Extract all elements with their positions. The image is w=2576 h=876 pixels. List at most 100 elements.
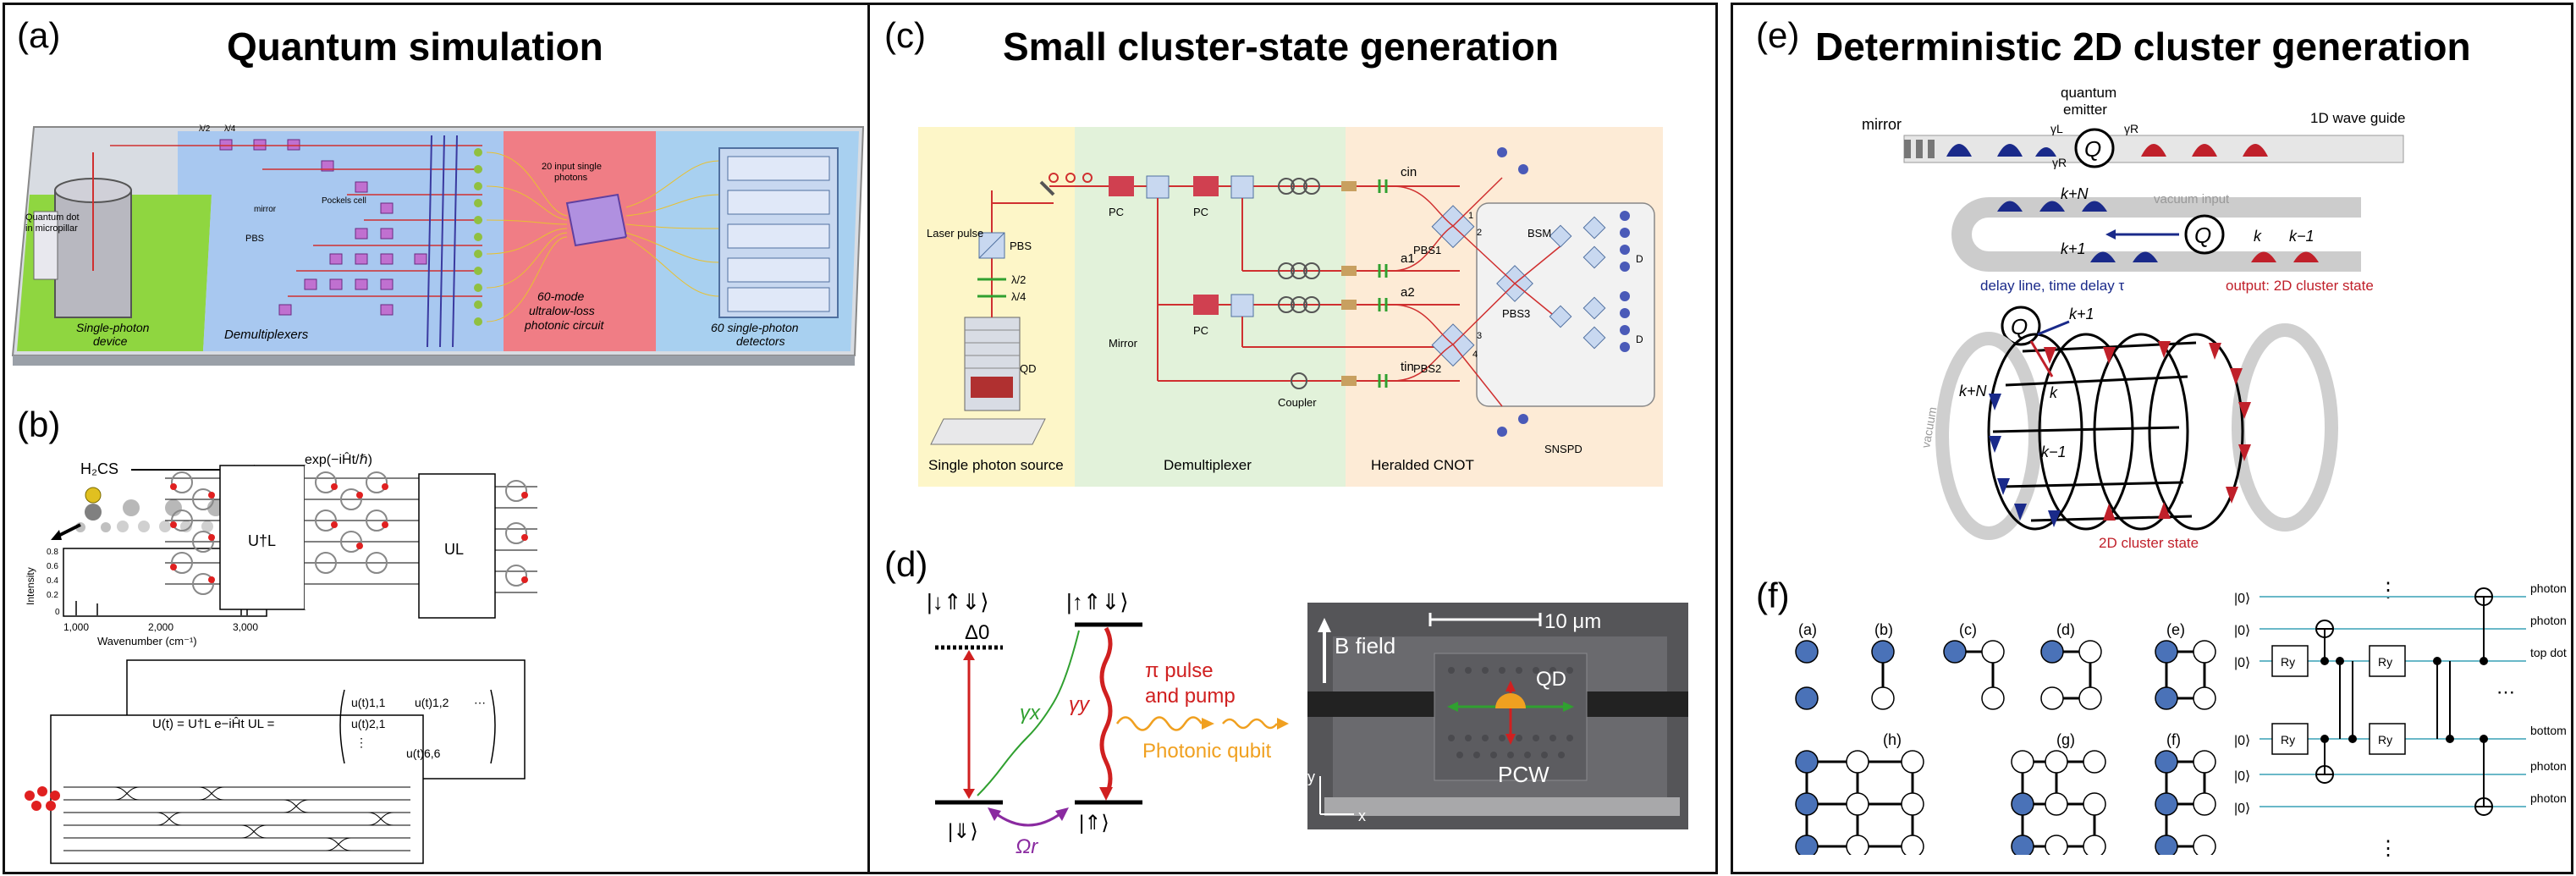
pcw-micrograph: 10 μm B field QD PCW y x xyxy=(1307,603,1688,829)
input-label: 20 input single xyxy=(542,162,602,172)
panel-c-title: Small cluster-state generation xyxy=(1003,25,1559,69)
emitter-q-1: Q xyxy=(2084,136,2101,162)
gamma-l-label: γL xyxy=(2050,122,2063,135)
matrix-vdots: ⋮ xyxy=(355,736,367,749)
ry-gate-3: Ry xyxy=(2281,733,2295,747)
graph-label-h: (h) xyxy=(1883,731,1902,748)
state-top-left: |↓⇑⇓⟩ xyxy=(927,589,988,614)
photonic-qubit-label: Photonic qubit xyxy=(1142,740,1271,763)
pc3-label: PC xyxy=(1193,324,1208,337)
bottom-dot-label: bottom dot xyxy=(2530,724,2568,737)
pbs2-label: PBS2 xyxy=(1413,362,1441,375)
graph-label-a: (a) xyxy=(1798,621,1817,638)
and-pump-label: and pump xyxy=(1145,685,1236,708)
detector-label-1: 60 single-photon xyxy=(711,321,799,334)
gamma-x-label: γx xyxy=(1020,702,1041,724)
emitter-q-3: Q xyxy=(2011,314,2028,339)
ket0-3: |0⟩ xyxy=(2234,656,2250,670)
wavenumber-axis-label: Wavenumber (cm⁻¹) xyxy=(97,635,197,647)
cluster-state-label: 2D cluster state xyxy=(2099,535,2199,550)
intensity-axis-label: Intensity xyxy=(25,567,36,605)
bsm-label: BSM xyxy=(1527,227,1551,240)
panel-e-label: (e) xyxy=(1756,15,1800,55)
transformation-stack xyxy=(50,465,526,864)
port-4: 4 xyxy=(1472,350,1478,360)
equation-lhs: U(t) = U†L e−iĤt UL = xyxy=(152,717,275,731)
panel-a-label: (a) xyxy=(17,15,61,55)
y-axis-label: y xyxy=(1307,769,1315,785)
ket0-4: |0⟩ xyxy=(2234,734,2250,748)
emitter-label-1: quantum xyxy=(2061,85,2116,101)
cluster-state-setup: Single photon source Demultiplexer Heral… xyxy=(918,127,1663,487)
panel-d-label: (d) xyxy=(884,544,928,584)
single-photon-label: Single-photon xyxy=(76,321,150,334)
cnot-label: Heralded CNOT xyxy=(1371,457,1474,473)
omega-label: Ωr xyxy=(1016,835,1038,855)
top-dot-label: top dot xyxy=(2530,646,2567,659)
panel-e-title: Deterministic 2D cluster generation xyxy=(1815,25,2471,69)
k-plus-1-label-2: k+1 xyxy=(2069,306,2094,322)
ul-dagger-label: U†L xyxy=(248,532,276,549)
state-top-right: |↑⇑⇓⟩ xyxy=(1066,589,1128,614)
port-2: 2 xyxy=(1477,228,1482,238)
xtick-3000: 3,000 xyxy=(233,621,258,633)
ket0-1: |0⟩ xyxy=(2234,592,2250,606)
panel-c-label: (c) xyxy=(884,15,926,55)
circuit-vdots-top: ⋮ xyxy=(2378,579,2398,602)
graph-states: (a) (b) (c) (d) (e) (h) (g) (f) xyxy=(1795,621,2216,855)
xtick-1000: 1,000 xyxy=(63,621,89,633)
vacuum-input-label: vacuum input xyxy=(2154,192,2230,207)
matrix-21: u(t)2,1 xyxy=(351,717,386,730)
graph-label-b: (b) xyxy=(1874,621,1893,638)
circuit-dots-right: ⋯ xyxy=(2496,681,2515,702)
quarter-wave-label: λ/4 xyxy=(224,124,236,134)
ket0-2: |0⟩ xyxy=(2234,624,2250,638)
mirror-label: mirror xyxy=(254,205,277,214)
state-bottom-left: |⇓⟩ xyxy=(948,820,978,843)
photon-label-2: photon xyxy=(2530,614,2567,627)
device-label: device xyxy=(93,334,128,348)
pc2-label: PC xyxy=(1193,206,1208,218)
2d-cluster-generation: mirror quantum emitter 1D wave guide Q γ… xyxy=(1862,85,2405,550)
coupler-label: Coupler xyxy=(1278,396,1317,409)
graph-label-e: (e) xyxy=(2166,621,2185,638)
k-label-2: k xyxy=(2050,384,2058,401)
pc1-label: PC xyxy=(1109,206,1124,218)
port-1: 1 xyxy=(1468,211,1473,221)
quarter-label-c: λ/4 xyxy=(1011,290,1026,303)
graph-label-g: (g) xyxy=(2056,731,2075,748)
mirror-label-e: mirror xyxy=(1862,116,1902,133)
demux-label: Demultiplexers xyxy=(224,328,309,342)
quantum-simulation-illustration: Quantum dot in micropillar Single-photon… xyxy=(11,124,865,366)
tin-label: tin xyxy=(1401,360,1414,374)
graph-label-d: (d) xyxy=(2056,621,2075,638)
gamma-r-label-2: γR xyxy=(2124,122,2138,135)
ket0-5: |0⟩ xyxy=(2234,769,2250,784)
circuit-label-2: ultralow-loss xyxy=(529,304,595,317)
ytick-0: 0 xyxy=(55,608,60,617)
qd-label-c: QD xyxy=(1020,362,1037,375)
delta-label: Δ0 xyxy=(965,621,989,644)
pcw-label: PCW xyxy=(1498,762,1549,787)
gamma-y-label: γy xyxy=(1069,693,1091,716)
a1-label: a1 xyxy=(1401,251,1415,266)
mirror-label-c: Mirror xyxy=(1109,337,1138,350)
energy-level-diagram: |↓⇑⇓⟩ Δ0 |↑⇑⇓⟩ |⇓⟩ |⇑⟩ γx γy π pulse and… xyxy=(927,589,1289,855)
emitter-label-2: emitter xyxy=(2063,102,2107,118)
half-wave-label: λ/2 xyxy=(199,124,211,134)
k-label: k xyxy=(2254,228,2262,245)
molecule-label: H₂CS xyxy=(80,460,118,477)
panel-b-label: (b) xyxy=(17,405,61,444)
circuit-vdots-bottom: ⋮ xyxy=(2378,837,2398,860)
demux-label-c: Demultiplexer xyxy=(1164,457,1252,473)
photon-label-3: photon xyxy=(2530,759,2567,773)
a2-label: a2 xyxy=(1401,285,1415,300)
ket0-6: |0⟩ xyxy=(2234,802,2250,816)
cin-label: cin xyxy=(1401,165,1417,179)
circuit-label-1: 60-mode xyxy=(537,289,584,303)
exp-label: exp(−iĤt/ℏ) xyxy=(305,451,372,467)
generation-circuit: ⋮ photon photon top dot bottom dot photo… xyxy=(2234,579,2568,860)
qd-label-d: QD xyxy=(1536,668,1566,691)
pbs1-label: PBS1 xyxy=(1413,244,1441,256)
ul-label: UL xyxy=(444,541,464,558)
